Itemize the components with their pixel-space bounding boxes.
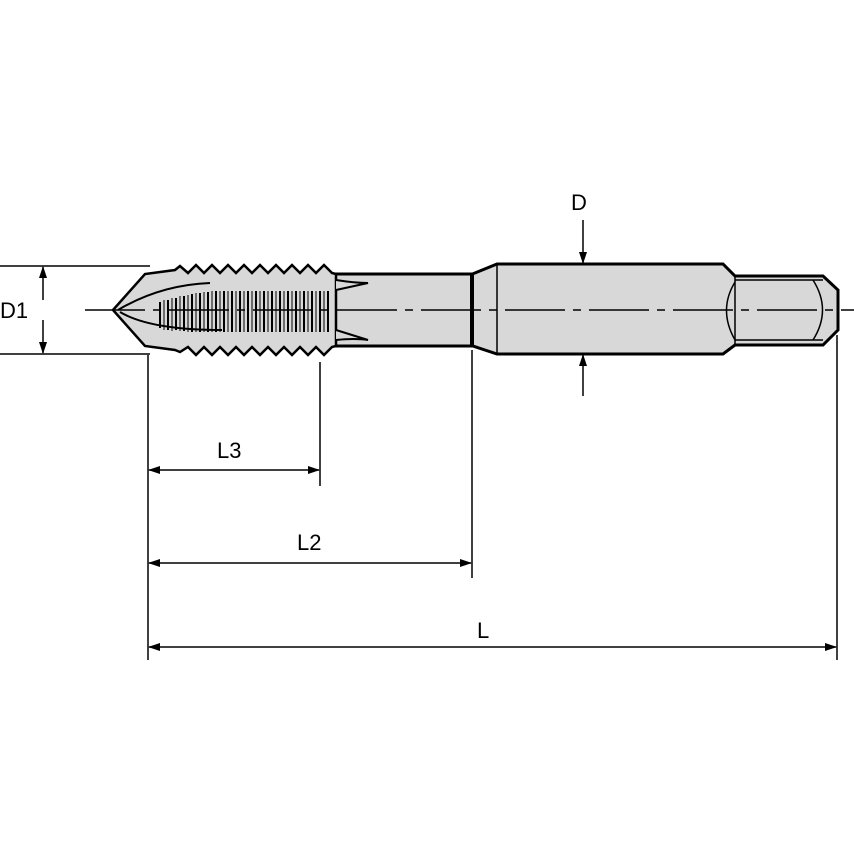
label-l3: L3: [217, 438, 241, 463]
label-d1: D1: [0, 298, 28, 323]
shank: [468, 262, 840, 356]
label-d: D: [571, 190, 587, 215]
extension-lines: [147, 335, 838, 660]
label-l2: L2: [297, 530, 321, 555]
dimension-d1: [0, 265, 150, 355]
label-l: L: [477, 618, 489, 643]
